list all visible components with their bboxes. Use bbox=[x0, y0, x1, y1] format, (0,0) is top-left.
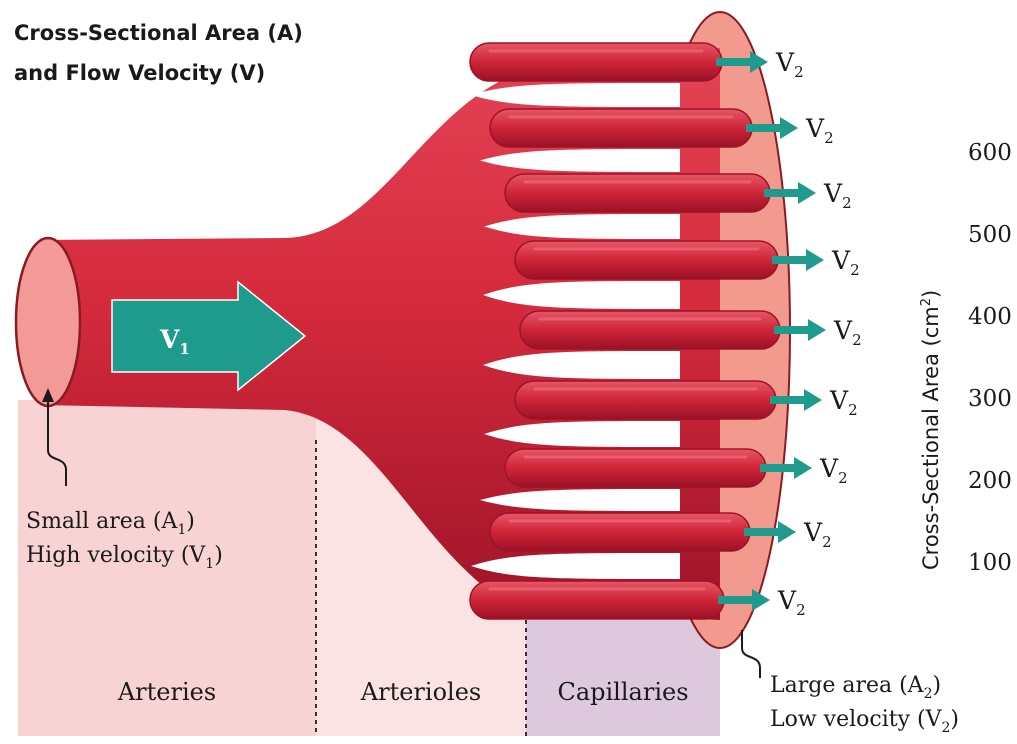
region-label-arteries: Arteries bbox=[117, 678, 216, 706]
outflow-label: V2 bbox=[805, 114, 834, 147]
side-axis-tick-label: 100 bbox=[968, 550, 1012, 576]
outflow-label: V2 bbox=[777, 586, 806, 619]
side-axis-tick-label: 500 bbox=[968, 222, 1012, 248]
arteriole-tube bbox=[490, 513, 750, 551]
side-axis-tick-label: 400 bbox=[968, 304, 1012, 330]
outflow-label: V2 bbox=[831, 246, 860, 279]
outflow-label: V2 bbox=[833, 316, 862, 349]
arteriole-tube bbox=[490, 109, 752, 147]
artery-opening bbox=[16, 238, 80, 406]
arteriole-tube bbox=[470, 581, 724, 619]
low-velocity-label: Low velocity (V2) bbox=[770, 707, 959, 736]
side-axis-ticks: 600 500 400 300 200 100 bbox=[968, 140, 1012, 576]
outflow-label: V2 bbox=[819, 454, 848, 487]
side-axis-tick-label: 200 bbox=[968, 468, 1012, 494]
side-axis-tick-label: 600 bbox=[968, 140, 1012, 166]
arteriole-tube bbox=[470, 43, 722, 81]
outflow-label: V2 bbox=[775, 48, 804, 81]
diagram-title-line2: and Flow Velocity (V) bbox=[14, 61, 265, 85]
arteriole-tube bbox=[515, 381, 776, 419]
side-axis-tick-label: 300 bbox=[968, 386, 1012, 412]
region-label-capillaries: Capillaries bbox=[557, 678, 688, 706]
diagram-title-line1: Cross-Sectional Area (A) bbox=[14, 21, 303, 45]
outflow-label: V2 bbox=[803, 518, 832, 551]
region-label-arterioles: Arterioles bbox=[360, 678, 481, 706]
small-area-label: Small area (A1) bbox=[26, 509, 195, 538]
arteriole-tube bbox=[505, 174, 770, 212]
large-area-label: Large area (A2) bbox=[770, 673, 941, 702]
high-velocity-label: High velocity (V1) bbox=[26, 543, 223, 572]
arteriole-tube bbox=[505, 449, 766, 487]
side-axis-label: Cross-Sectional Area (cm2) bbox=[919, 290, 943, 570]
large-area-pointer bbox=[742, 630, 760, 678]
outflow-label: V2 bbox=[829, 386, 858, 419]
outflow-label: V2 bbox=[823, 179, 852, 212]
arteriole-tube bbox=[520, 311, 780, 349]
arteriole-tube bbox=[515, 241, 778, 279]
